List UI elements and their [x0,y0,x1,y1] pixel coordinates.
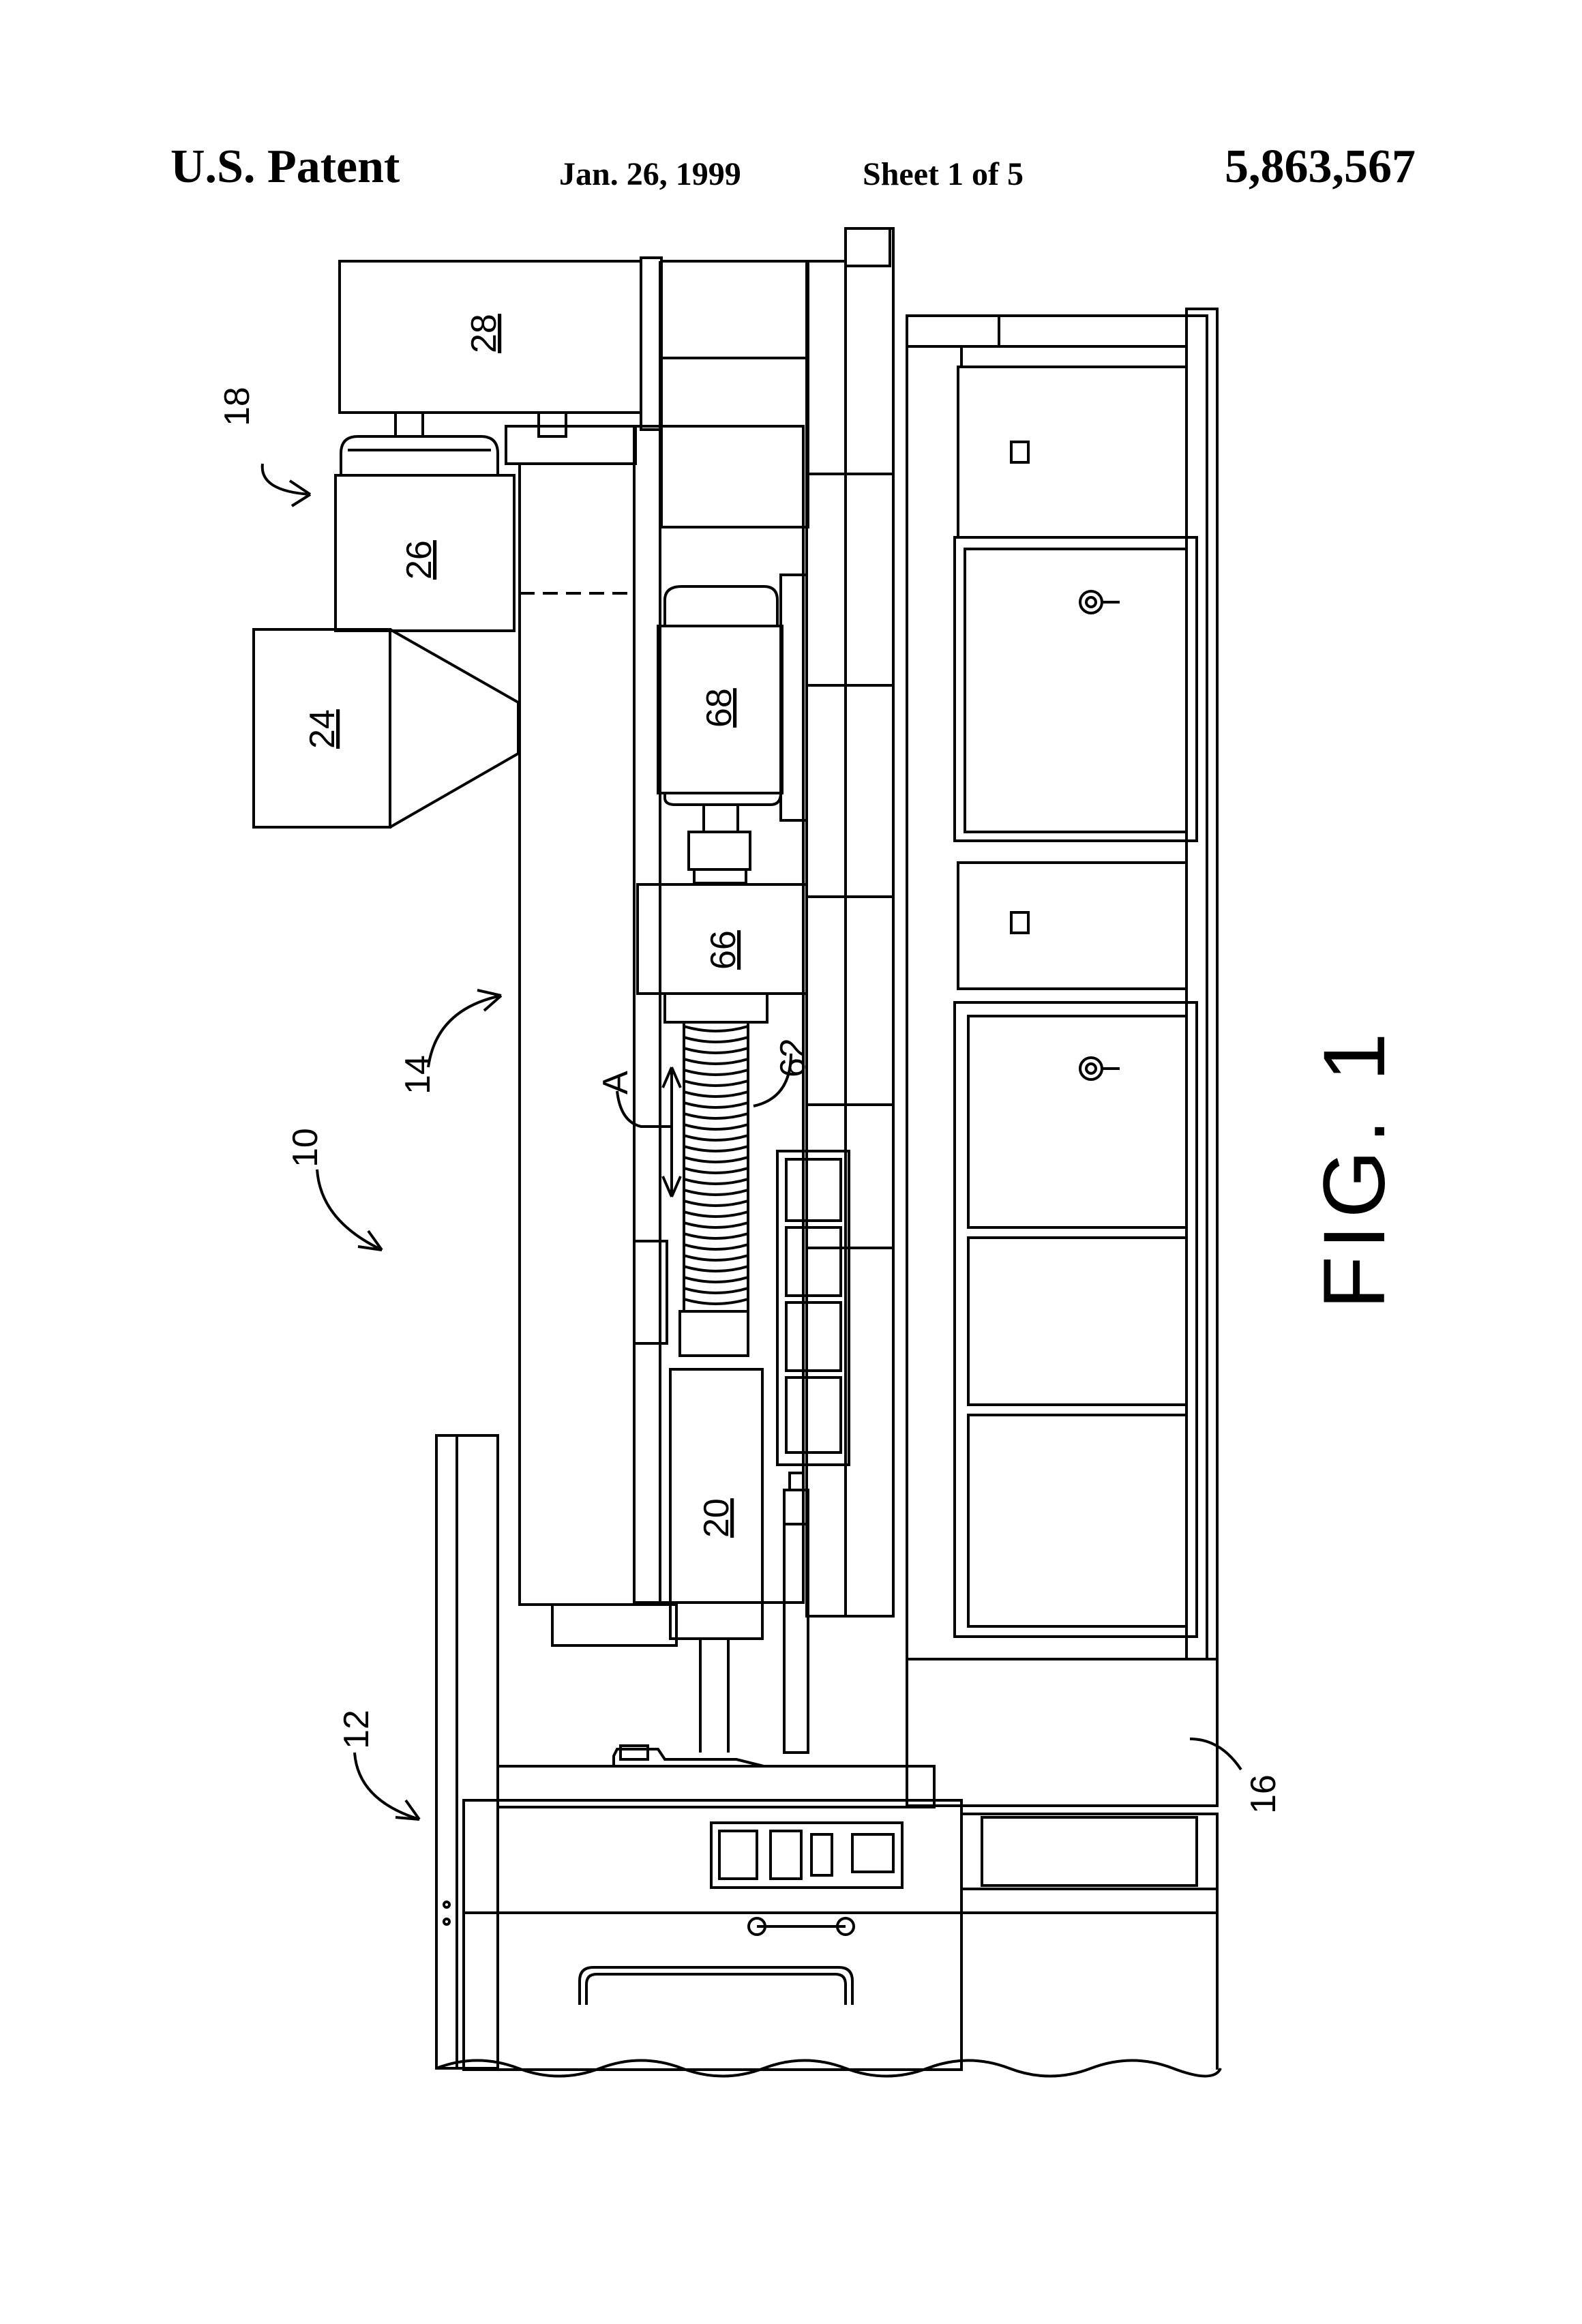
screw-thread [684,1092,748,1097]
label-12: 12 [337,1710,376,1749]
screw-thread [684,1135,748,1140]
machine-base-12 [436,1435,1221,2076]
label-28: 28 [464,314,504,353]
screw-thread [684,1081,748,1086]
label-62: 62 [773,1038,813,1077]
screw-thread [684,1157,748,1162]
screw-thread [684,1124,748,1129]
screw-thread [684,1026,748,1031]
reference-numerals: 28 26 24 68 66 20 18 14 10 12 16 62 A FI… [218,314,1403,1814]
label-10: 10 [286,1128,325,1167]
screw-thread [684,1234,748,1238]
screw-thread [684,1179,748,1184]
hopper-24 [254,629,518,827]
screw-thread [684,1168,748,1173]
label-14: 14 [398,1055,438,1094]
label-16: 16 [1244,1774,1283,1814]
label-68: 68 [700,688,739,728]
screw-thread [684,1048,748,1053]
screw-thread [684,1103,748,1107]
screw-thread [684,1266,748,1271]
screw-thread [684,1288,748,1293]
screw-thread [684,1255,748,1260]
screw-coupling [680,1311,748,1356]
motor-68 [658,586,782,883]
screw-thread [684,1059,748,1064]
label-66: 66 [704,930,743,970]
label-18: 18 [218,387,257,426]
screw-thread [684,1277,748,1282]
cabinet-base-16 [907,309,1217,1806]
label-a: A [596,1071,636,1094]
screw-thread [684,1245,748,1249]
screw-thread [684,1114,748,1118]
screw-thread [684,1299,748,1304]
screw-thread [684,1070,748,1075]
feed-screw-62 [684,1022,748,1311]
block-26 [335,413,566,631]
screw-thread [684,1212,748,1217]
injection-barrel-14 [506,426,676,1645]
figure-caption: FIG. 1 [1306,1026,1403,1309]
screw-thread [684,1201,748,1206]
leader-lines [263,464,1241,1819]
label-24: 24 [303,709,342,749]
label-20: 20 [697,1498,736,1538]
screw-thread [684,1223,748,1227]
screw-thread [684,1037,748,1042]
rack-tray [777,1151,849,1465]
screw-thread [684,1190,748,1195]
label-26: 26 [400,540,439,580]
screw-thread [684,1146,748,1151]
